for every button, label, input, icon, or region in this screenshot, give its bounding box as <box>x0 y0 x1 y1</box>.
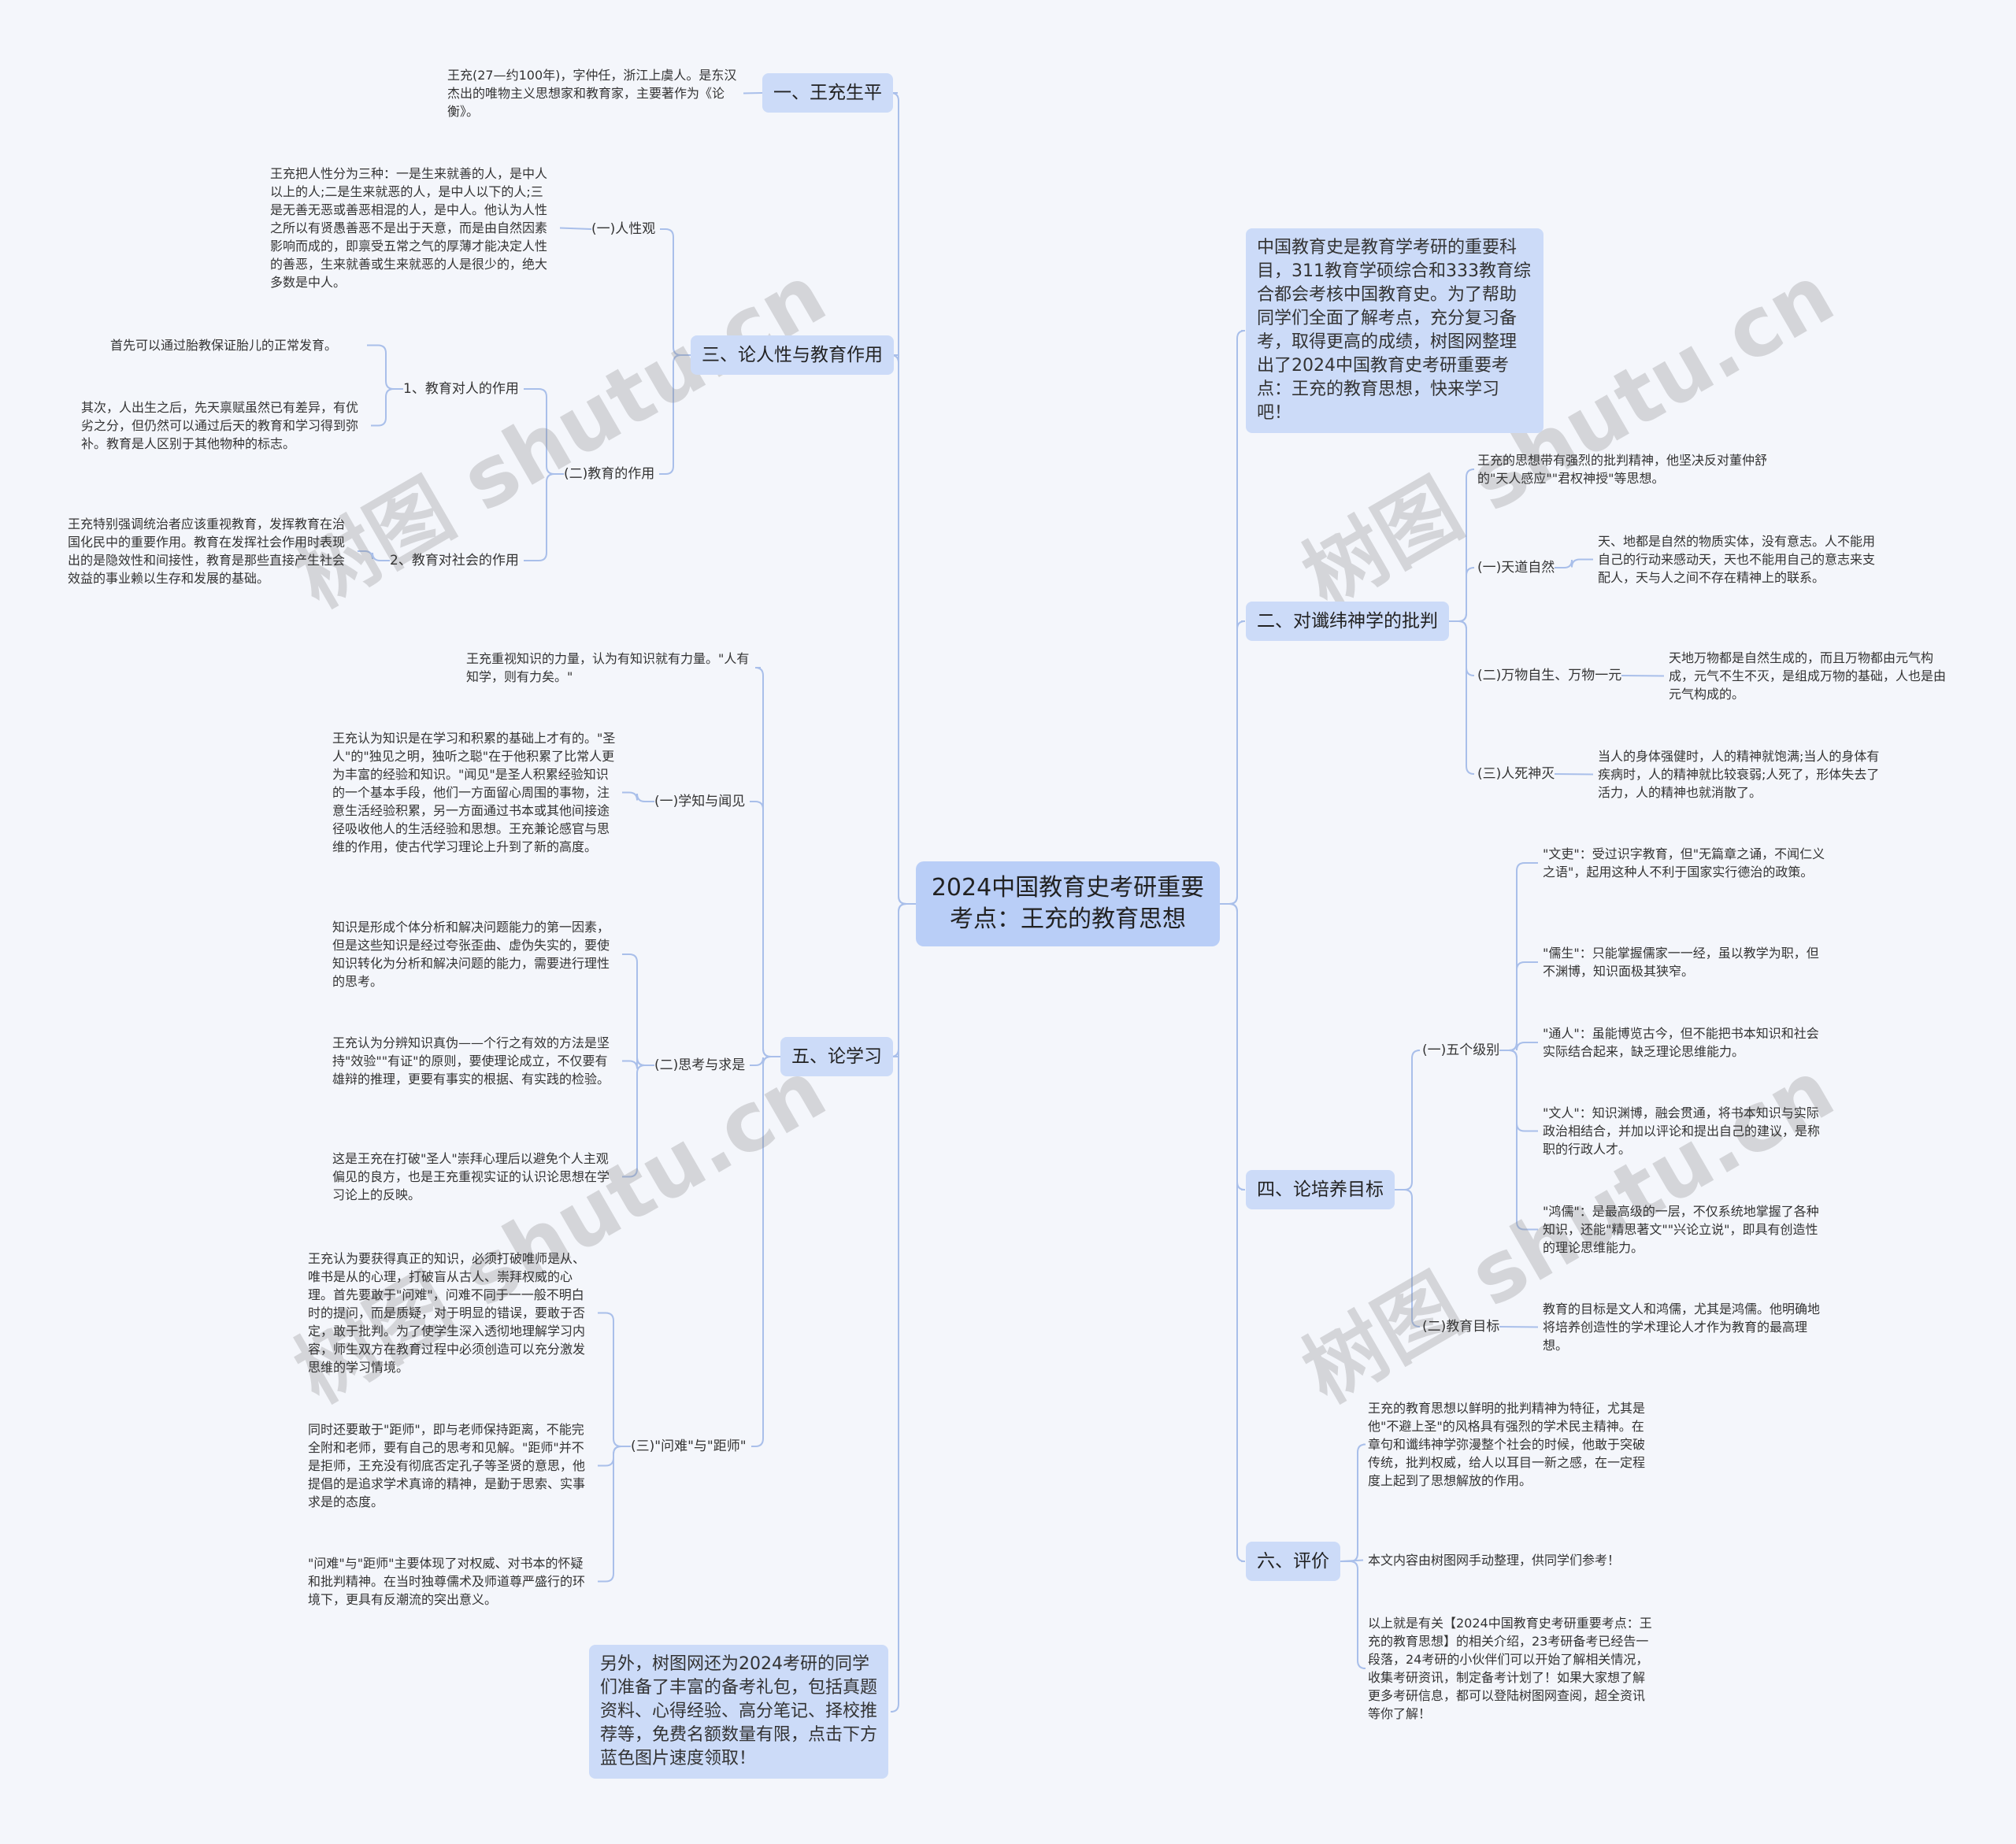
connector-line <box>1554 773 1594 776</box>
connector-line <box>524 473 564 561</box>
leaf-postnatal-education: 其次，人出生之后，先天禀赋虽然已有差异，有优劣之分，但仍然可以通过后天的教育和学… <box>81 400 359 451</box>
sub-education-goal[interactable]: (二)教育目标 <box>1422 1319 1500 1335</box>
leaf-education-goal-text: 教育的目标是文人和鸿儒，尤其是鸿儒。他明确地将培养创造性的学术理论人才作为教育的… <box>1543 1302 1821 1353</box>
branch-wangchong-biography[interactable]: 一、王充生平 <box>762 73 893 113</box>
leaf-spirit-dies-text: 当人的身体强健时，人的精神就饱满;当人的身体有疾病时，人的精神就比较衰弱;人死了… <box>1598 749 1880 800</box>
branch-on-learning[interactable]: 五、论学习 <box>780 1037 893 1076</box>
leaf-thinking-text-1: 知识是形成个体分析和解决问题能力的第一因素，但是这些知识是经过夸张歪曲、虚伪失实… <box>332 920 610 989</box>
connector-line <box>1449 620 1475 775</box>
connector-line <box>1499 862 1538 1051</box>
intro-note[interactable]: 中国教育史是教育学考研的重要科目，311教育学硕综合和333教育综合都会考核中国… <box>1246 228 1544 433</box>
connector-line <box>371 388 403 427</box>
connector-line <box>1499 1042 1538 1051</box>
sub-questioning-distance[interactable]: (三)"问难"与"距师" <box>631 1439 747 1454</box>
leaf-natural-heaven-text: 天、地都是自然的物质实体，没有意志。人不能用自己的行动来感动天，天也不能用自己的… <box>1598 534 1876 585</box>
leaf-level-wenren: "文人"：知识渊博，融会贯通，将书本知识与实际政治相结合，并加以评论和提出自己的… <box>1543 1105 1821 1157</box>
connector-line <box>659 354 691 475</box>
connector-line <box>622 1065 654 1178</box>
connector-line <box>1220 903 1246 1562</box>
leaf-biography-text: 王充(27—约100年)，字仲任，浙江上虞人。是东汉杰出的唯物主义思想家和教育家… <box>447 68 737 119</box>
leaf-society-text: 王充特别强调统治者应该重视教育，发挥教育在治国化民中的重要作用。教育在发挥社会作… <box>68 517 346 586</box>
connector-line <box>598 1446 631 1583</box>
connector-line <box>754 667 780 1057</box>
sub-five-levels[interactable]: (一)五个级别 <box>1422 1042 1500 1058</box>
connector-line <box>598 1312 631 1447</box>
root-topic[interactable]: 2024中国教育史考研重要考点：王充的教育思想 <box>916 861 1220 946</box>
connector-line <box>743 92 763 94</box>
connector-line <box>358 550 390 561</box>
connector-line <box>890 92 916 905</box>
connector-line <box>750 801 780 1057</box>
leaf-learning-text: 王充认为知识是在学习和积累的基础上才有的。"圣人"的"独见之明，独听之聪"在于他… <box>332 731 616 854</box>
connector-line <box>660 228 691 356</box>
sub-learning-and-hearing[interactable]: (一)学知与闻见 <box>654 794 746 809</box>
connector-line <box>890 903 916 1713</box>
connector-line <box>1340 1443 1366 1562</box>
connector-line <box>1395 1189 1421 1327</box>
sub-education-function[interactable]: (二)教育的作用 <box>564 466 655 482</box>
connector-line <box>1220 903 1246 1190</box>
leaf-questioning-text-2: 同时还要敢于"距师"，即与老师保持距离，不能完全附和老师，要有自己的思考和见解。… <box>308 1422 586 1509</box>
leaf-questioning-text-3: "问难"与"距师"主要体现了对权威、对书本的怀疑和批判精神。在当时独尊儒术及师道… <box>308 1556 586 1607</box>
leaf-source-note: 本文内容由树图网手动整理，供同学们参考！ <box>1368 1553 1621 1568</box>
sub-human-nature-view[interactable]: (一)人性观 <box>591 221 656 237</box>
leaf-evaluation-text: 王充的教育思想以鲜明的批判精神为特征，尤其是他"不避上圣"的风格具有强烈的学术民… <box>1368 1401 1646 1488</box>
leaf-level-tongren: "通人"：虽能博览古今，但不能把书本知识和社会实际结合起来，缺乏理论思维能力。 <box>1543 1026 1819 1059</box>
leaf-thinking-text-2: 王充认为分辨知识真伪——个行之有效的方法是坚持"效验""有证"的原则，要使理论成… <box>332 1035 610 1087</box>
connector-line <box>1340 1561 1366 1669</box>
connector-line <box>559 227 592 230</box>
connector-line <box>1220 620 1246 905</box>
connector-line <box>751 1056 780 1447</box>
sub-education-on-person[interactable]: 1、教育对人的作用 <box>403 381 519 397</box>
connector-line <box>622 1057 654 1069</box>
leaf-level-rusheng: "儒生"：只能掌握儒家一一经，虽以教学为职，但不渊博，知识面极其狭窄。 <box>1543 946 1819 979</box>
connector-line <box>890 903 916 1057</box>
sub-all-things-one[interactable]: (二)万物自生、万物一元 <box>1477 668 1622 683</box>
connector-line <box>524 388 564 475</box>
connector-line <box>622 791 654 802</box>
connector-line <box>890 354 916 905</box>
connector-line <box>1499 1050 1538 1132</box>
connector-line <box>1449 468 1475 622</box>
sub-thinking-truth[interactable]: (二)思考与求是 <box>654 1057 746 1073</box>
connector-line <box>1449 620 1475 676</box>
branch-critique-chenwei[interactable]: 二、对谶纬神学的批判 <box>1246 602 1449 641</box>
sub-education-on-society[interactable]: 2、教育对社会的作用 <box>390 553 519 568</box>
connector-line <box>367 344 403 390</box>
leaf-all-things-text: 天地万物都是自然生成的，而且万物都由元气构成，元气不生不灭，是组成万物的基础，人… <box>1669 650 1947 702</box>
branch-evaluation[interactable]: 六、评价 <box>1246 1542 1340 1581</box>
branch-human-nature-education[interactable]: 三、论人性与教育作用 <box>691 335 894 375</box>
sub-natural-heaven[interactable]: (一)天道自然 <box>1477 560 1555 576</box>
leaf-prenatal-education: 首先可以通过胎教保证胎儿的正常发育。 <box>110 338 338 353</box>
promo-note[interactable]: 另外，树图网还为2024考研的同学们准备了丰富的备考礼包，包括真题资料、心得经验… <box>589 1645 888 1779</box>
connector-line <box>1449 567 1475 622</box>
leaf-critical-spirit: 王充的思想带有强烈的批判精神，他坚决反对董仲舒的"天人感应""君权神授"等思想。 <box>1477 453 1768 486</box>
leaf-thinking-text-3: 这是王充在打破"圣人"崇拜心理后以避免个人主观偏见的良方，也是王充重视实证的认识… <box>332 1151 610 1202</box>
connector-line <box>1220 330 1246 905</box>
leaf-level-wenli: "文吏"：受过识字教育，但"无篇章之诵，不闻仁义之语"，起用这种人不利于国家实行… <box>1543 846 1825 879</box>
connector-line <box>1555 558 1593 568</box>
leaf-knowledge-power: 王充重视知识的力量，认为有知识就有力量。"人有知学，则有力矣。" <box>466 651 750 684</box>
leaf-human-nature-text: 王充把人性分为三种：一是生来就善的人，是中人以上的人;二是生来就恶的人，是中人以… <box>270 166 548 290</box>
leaf-level-hongru: "鸿儒"：是最高级的一层，不仅系统地掌握了各种知识，还能"精思著文""兴论立说"… <box>1543 1204 1819 1255</box>
connector-line <box>1499 1050 1538 1231</box>
leaf-closing-text: 以上就是有关【2024中国教育史考研重要考点：王充的教育思想】的相关介绍，23考… <box>1368 1616 1652 1721</box>
connector-line <box>1395 1050 1421 1190</box>
branch-training-goals[interactable]: 四、论培养目标 <box>1246 1170 1395 1209</box>
connector-line <box>622 953 654 1066</box>
connector-line <box>1499 961 1538 1051</box>
leaf-questioning-text-1: 王充认为要获得真正的知识，必须打破唯师是从、唯书是从的心理，打破盲从古人、崇拜权… <box>308 1251 586 1375</box>
sub-spirit-dies[interactable]: (三)人死神灭 <box>1477 766 1555 782</box>
